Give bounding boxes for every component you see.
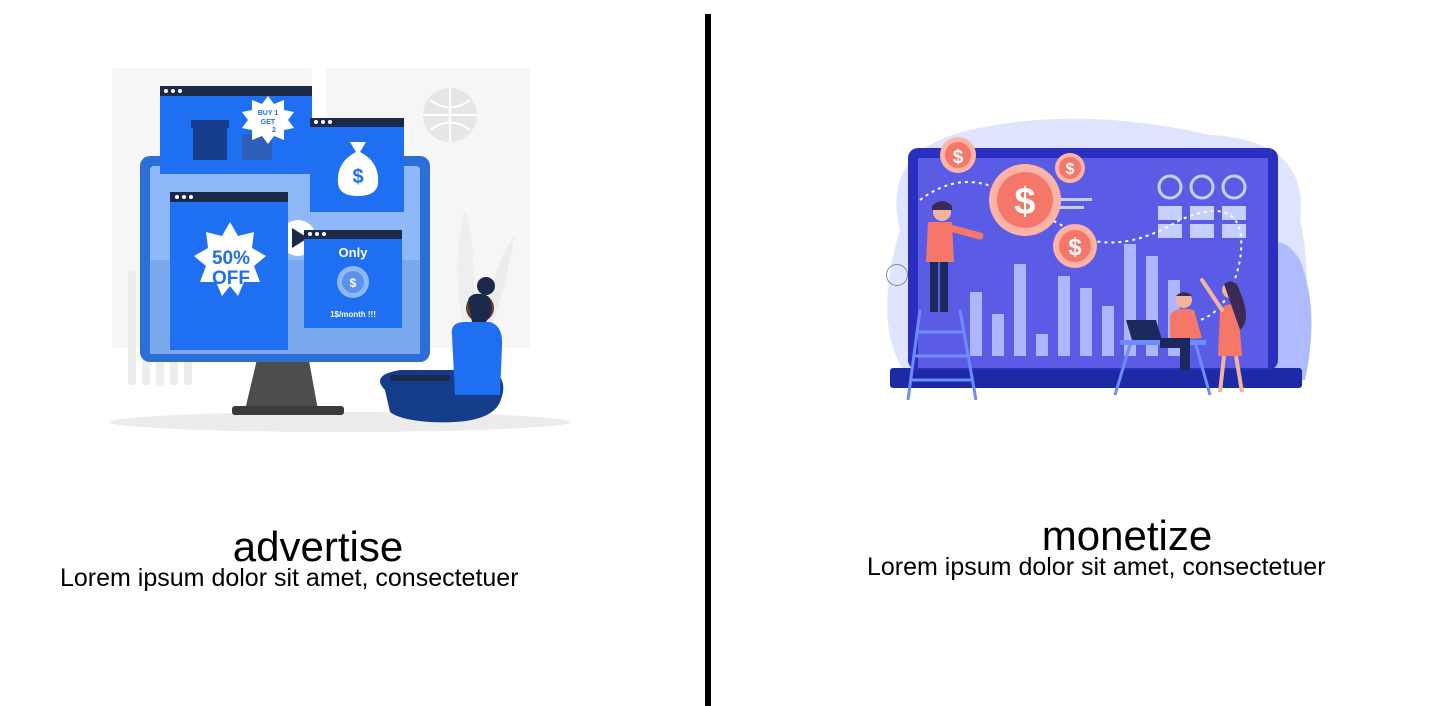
badge-line-1: BUY 1 (258, 110, 279, 117)
price-heading: Only (339, 245, 369, 260)
coin-symbol: $ (350, 276, 357, 290)
advertise-card: BUY 1 GET 2 $ 50% OFF Only $ 1$/month !!… (0, 0, 706, 706)
monetize-illustration: $ $ $ $ (887, 118, 1312, 401)
advertise-title: advertise (232, 522, 404, 570)
monetize-title: monetize (1041, 511, 1213, 559)
money-bag-symbol: $ (352, 166, 363, 188)
price-text: 1$/month !!! (330, 310, 376, 319)
vertical-divider (705, 14, 711, 706)
discount-line-1: 50% (212, 248, 250, 269)
badge-line-2: GET (261, 119, 276, 126)
monetize-card: $ $ $ $ (712, 0, 1447, 706)
discount-line-2: OFF (212, 268, 250, 289)
coin-large-symbol: $ (1014, 181, 1035, 223)
cursor-indicator (886, 264, 908, 286)
coin-small-symbol-2: $ (1066, 161, 1075, 178)
coin-small-symbol-3: $ (1068, 234, 1082, 261)
coin-small-symbol-1: $ (953, 147, 964, 168)
monetize-description: Lorem ipsum dolor sit amet, consectetuer (867, 553, 1326, 581)
badge-line-3: 2 (272, 127, 276, 134)
advertise-description: Lorem ipsum dolor sit amet, consectetuer (60, 564, 519, 592)
advertise-illustration: BUY 1 GET 2 $ 50% OFF Only $ 1$/month !!… (110, 68, 570, 432)
